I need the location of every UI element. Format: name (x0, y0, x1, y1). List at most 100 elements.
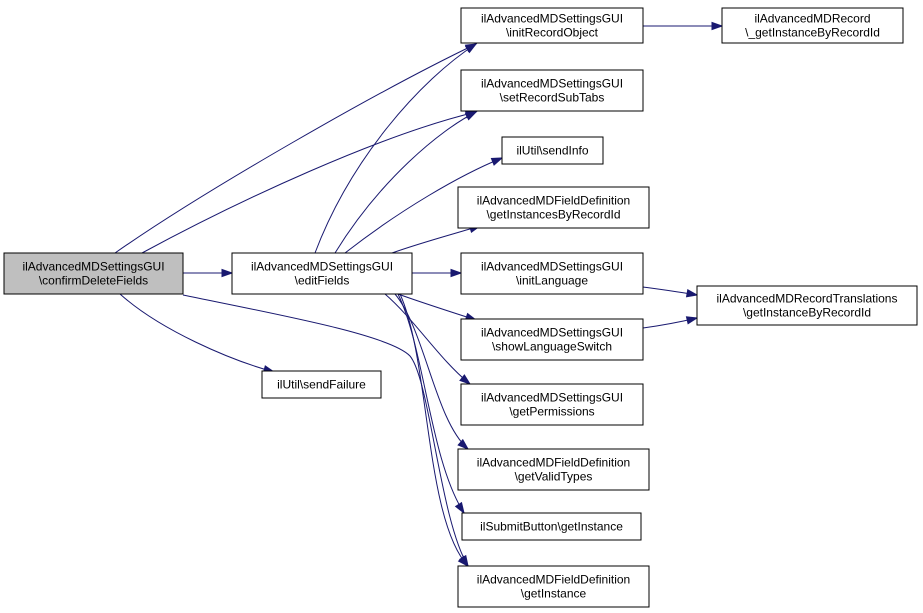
edge-edit-to-getPermissions (384, 293, 472, 385)
node-box (457, 448, 650, 491)
edge-edit-to-sendInfo (344, 157, 504, 254)
node-box (231, 252, 413, 295)
node-box (696, 285, 918, 326)
arrowhead (490, 157, 504, 166)
node-label-line: ilAdvancedMDRecordTranslations (717, 292, 898, 306)
node-sendInfo[interactable]: ilUtil\sendInfo (501, 136, 604, 165)
arrowhead (454, 501, 465, 515)
node-recordGetInstance[interactable]: ilAdvancedMDRecord\_getInstanceByRecordI… (721, 7, 904, 44)
node-showLanguageSwitch[interactable]: ilAdvancedMDSettingsGUI\showLanguageSwit… (460, 318, 644, 361)
node-setRecordSubTabs[interactable]: ilAdvancedMDSettingsGUI\setRecordSubTabs (460, 69, 644, 112)
arrowhead (685, 316, 699, 325)
edge-line (344, 157, 503, 254)
node-label-line: ilAdvancedMDFieldDefinition (477, 194, 630, 208)
node-initRecordObject[interactable]: ilAdvancedMDSettingsGUI\initRecordObject (460, 7, 644, 44)
node-box (460, 69, 644, 112)
edge-initLanguage-to-translationsGetInstance (642, 286, 699, 298)
arrowhead (464, 111, 478, 121)
edge-line (399, 293, 469, 567)
node-label-line: ilAdvancedMDSettingsGUI (481, 12, 623, 26)
node-label-line: ilAdvancedMDFieldDefinition (477, 573, 630, 587)
node-translationsGetInstance[interactable]: ilAdvancedMDRecordTranslations\getInstan… (696, 285, 918, 326)
node-box (457, 186, 650, 229)
edge-edit-to-fieldGetInstance (399, 293, 470, 568)
node-label-line: \getInstance (521, 587, 587, 601)
arrowhead (459, 374, 472, 385)
node-getInstancesByRecordId[interactable]: ilAdvancedMDFieldDefinition\getInstances… (457, 186, 650, 229)
node-submitGetInstance[interactable]: ilSubmitButton\getInstance (461, 512, 642, 541)
edge-confirm-to-initRecordObject (114, 43, 478, 254)
edge-showLanguageSwitch-to-translationsGetInstance (642, 316, 699, 329)
node-box (3, 252, 184, 295)
node-label-line: \initLanguage (516, 274, 588, 288)
arrowhead (464, 43, 478, 54)
edge-edit-to-initRecordObject (314, 43, 478, 254)
node-box (460, 383, 644, 426)
edge-edit-to-initLanguage (412, 268, 463, 278)
arrowhead (450, 268, 463, 278)
node-label-line: ilUtil\sendInfo (516, 144, 588, 158)
node-label-line: \getInstancesByRecordId (486, 208, 620, 222)
arrowhead (457, 438, 470, 450)
arrowhead (685, 289, 699, 298)
node-fieldGetInstance[interactable]: ilAdvancedMDFieldDefinition\getInstance (457, 565, 650, 608)
nodes-layer: ilAdvancedMDSettingsGUI\confirmDeleteFie… (3, 7, 918, 608)
edge-confirm-to-setRecordSubTabs (141, 110, 478, 254)
node-box (721, 7, 904, 44)
node-label-line: ilAdvancedMDSettingsGUI (22, 260, 164, 274)
node-label-line: \getPermissions (509, 405, 594, 419)
edge-edit-to-showLanguageSwitch (397, 293, 478, 321)
node-getValidTypes[interactable]: ilAdvancedMDFieldDefinition\getValidType… (457, 448, 650, 491)
edge-line (391, 225, 481, 254)
node-initLanguage[interactable]: ilAdvancedMDSettingsGUI\initLanguage (460, 252, 644, 295)
edge-line (114, 43, 477, 254)
edge-line (182, 294, 469, 567)
arrowhead (711, 21, 724, 31)
edge-initRecordObject-to-recordGetInstance (643, 21, 724, 31)
edge-line (397, 293, 465, 514)
node-box (461, 512, 642, 541)
edge-confirm-to-sendFailure (119, 293, 276, 374)
node-label-line: ilSubmitButton\getInstance (480, 520, 623, 534)
edges-layer (114, 21, 724, 568)
node-label-line: \confirmDeleteFields (39, 274, 148, 288)
edge-edit-to-getInstancesByRecordId (391, 224, 482, 254)
node-label-line: \setRecordSubTabs (500, 91, 605, 105)
edge-line (384, 293, 471, 385)
node-box (457, 565, 650, 608)
arrowhead (221, 268, 234, 278)
node-label-line: ilAdvancedMDSettingsGUI (481, 391, 623, 405)
node-box (460, 7, 644, 44)
edge-edit-to-setRecordSubTabs (334, 111, 478, 254)
node-label-line: \editFields (295, 274, 350, 288)
node-label-line: ilAdvancedMDRecord (754, 12, 870, 26)
edge-line (394, 293, 469, 450)
node-box (501, 136, 604, 165)
arrowhead (457, 555, 470, 568)
node-confirm: ilAdvancedMDSettingsGUI\confirmDeleteFie… (3, 252, 184, 295)
node-label-line: \getInstanceByRecordId (743, 306, 871, 320)
edge-line (334, 111, 477, 254)
edge-edit-to-submitGetInstance (397, 293, 465, 515)
node-label-line: ilAdvancedMDSettingsGUI (481, 77, 623, 91)
edge-confirm-to-fieldGetInstance (182, 294, 469, 568)
node-box (460, 318, 644, 361)
edge-line (119, 293, 275, 373)
node-edit[interactable]: ilAdvancedMDSettingsGUI\editFields (231, 252, 413, 295)
node-label-line: \showLanguageSwitch (492, 340, 612, 354)
edge-edit-to-getValidTypes (394, 293, 470, 450)
node-label-line: \_getInstanceByRecordId (745, 26, 880, 40)
edge-line (314, 43, 477, 254)
node-label-line: ilAdvancedMDSettingsGUI (481, 326, 623, 340)
node-label-line: \initRecordObject (506, 26, 599, 40)
edge-line (397, 293, 477, 321)
node-sendFailure[interactable]: ilUtil\sendFailure (261, 370, 382, 399)
node-label-line: ilAdvancedMDSettingsGUI (251, 260, 393, 274)
node-getPermissions[interactable]: ilAdvancedMDSettingsGUI\getPermissions (460, 383, 644, 426)
node-label-line: ilAdvancedMDFieldDefinition (477, 456, 630, 470)
edge-confirm-to-edit (183, 268, 234, 278)
node-box (460, 252, 644, 295)
node-box (261, 370, 382, 399)
node-label-line: \getValidTypes (515, 470, 593, 484)
